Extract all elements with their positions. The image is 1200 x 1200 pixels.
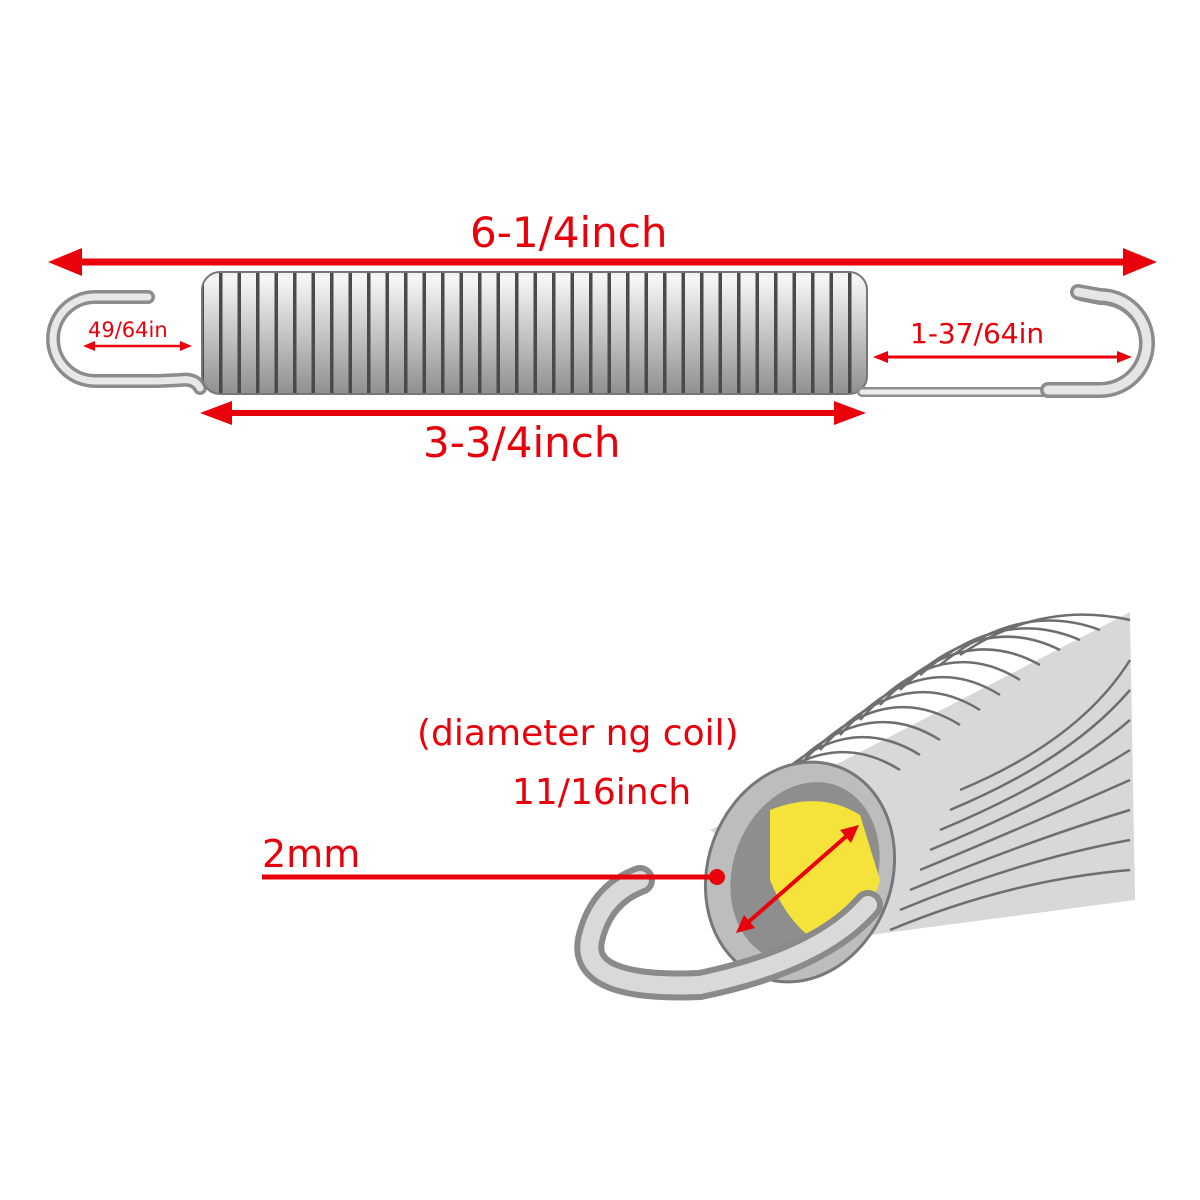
coil-body-length-label: 3-3/4inch	[423, 418, 621, 467]
coil-diameter-arrow	[736, 825, 859, 933]
coil-diameter-label: 11/16inch	[512, 772, 692, 813]
right-hook-arrow	[873, 351, 1132, 363]
body-length-arrow	[200, 401, 866, 425]
right-hook-length-label: 1-37/64in	[910, 317, 1045, 350]
coil-diameter-caption: (diameter ng coil)	[417, 713, 739, 754]
left-hook-length-label: 49/64in	[88, 318, 168, 342]
overall-length-arrow	[48, 248, 1157, 276]
wire-thickness-label: 2mm	[262, 832, 361, 876]
wire-thickness-leader	[262, 869, 725, 885]
left-hook-arrow	[83, 341, 192, 351]
top-spring	[46, 271, 1155, 398]
overall-length-label: 6-1/4inch	[470, 208, 668, 257]
